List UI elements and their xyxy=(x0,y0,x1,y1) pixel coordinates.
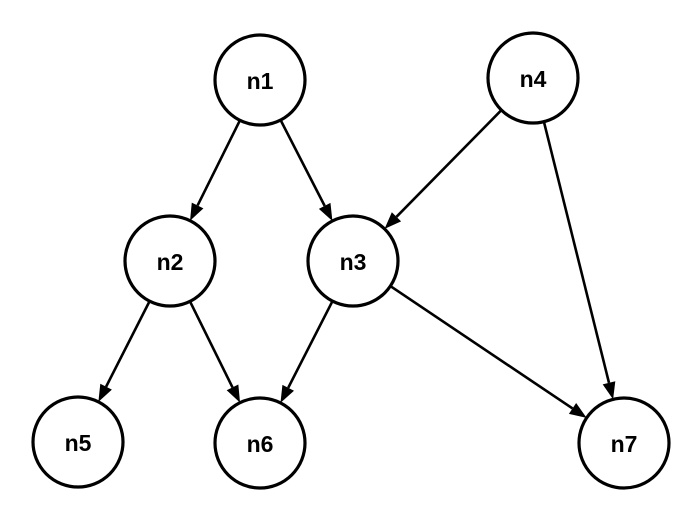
arrowhead-icon xyxy=(98,383,112,402)
graph-edge-n3-to-n6 xyxy=(280,300,334,403)
node-circle[interactable] xyxy=(213,33,307,127)
graph-edge-n2-to-n5 xyxy=(98,300,151,402)
graph-edge-n1-to-n3 xyxy=(279,119,333,221)
edge-line xyxy=(188,300,234,388)
graph-edge-n2-to-n6 xyxy=(188,300,241,403)
graph-node-n5[interactable]: n5 xyxy=(31,395,125,489)
graph-node-n6[interactable]: n6 xyxy=(213,396,307,490)
arrowhead-icon xyxy=(568,403,587,418)
arrowhead-icon xyxy=(384,212,402,229)
node-circle[interactable] xyxy=(123,214,217,308)
node-circle[interactable] xyxy=(213,396,307,490)
edge-line xyxy=(104,300,151,388)
node-label-n5: n5 xyxy=(65,430,92,456)
node-label-n6: n6 xyxy=(247,431,274,457)
graph-node-n7[interactable]: n7 xyxy=(577,396,671,490)
graph-edge-n4-to-n7 xyxy=(542,121,616,400)
node-circle[interactable] xyxy=(577,396,671,490)
edge-line xyxy=(542,121,611,384)
edge-line xyxy=(196,119,242,207)
node-circle[interactable] xyxy=(486,31,580,125)
graph-node-n4[interactable]: n4 xyxy=(486,31,580,125)
graph-node-n2[interactable]: n2 xyxy=(123,214,217,308)
node-layer: n1 n2 n3 n4 n5 n6 n7 xyxy=(31,31,671,490)
edge-line xyxy=(395,109,503,218)
graph-node-n1[interactable]: n1 xyxy=(213,33,307,127)
edge-line xyxy=(279,119,326,207)
node-label-n3: n3 xyxy=(340,249,367,275)
node-label-n2: n2 xyxy=(157,249,184,275)
arrowhead-icon xyxy=(318,202,333,221)
node-label-n1: n1 xyxy=(247,68,274,94)
arrowhead-icon xyxy=(190,202,204,221)
graph-edge-n3-to-n7 xyxy=(389,285,587,418)
graph-node-n3[interactable]: n3 xyxy=(306,214,400,308)
arrowhead-icon xyxy=(280,384,294,403)
node-circle[interactable] xyxy=(306,214,400,308)
edge-line xyxy=(389,285,574,410)
edge-line xyxy=(287,300,334,389)
arrowhead-icon xyxy=(602,381,616,400)
node-circle[interactable] xyxy=(31,395,125,489)
arrowhead-icon xyxy=(226,384,241,403)
node-label-n7: n7 xyxy=(611,431,638,457)
edge-layer xyxy=(98,109,616,418)
node-label-n4: n4 xyxy=(520,66,547,92)
graph-edge-n1-to-n2 xyxy=(190,119,242,221)
graph-edge-n4-to-n3 xyxy=(384,109,503,229)
